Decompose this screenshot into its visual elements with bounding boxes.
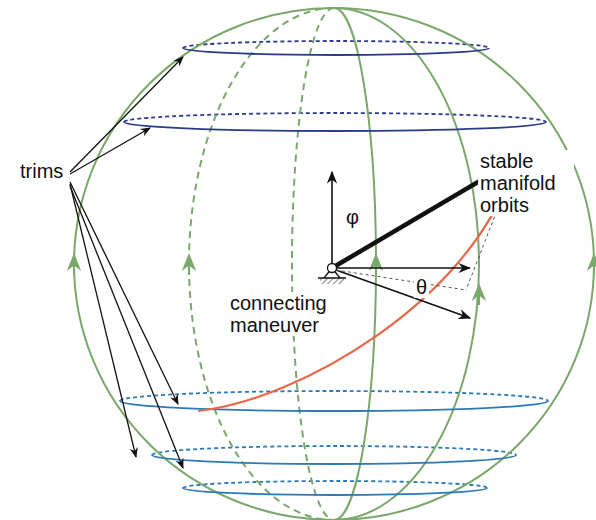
trims-label: trims xyxy=(18,160,65,182)
angle-symbol: φ xyxy=(344,206,361,228)
maneuver-label: connecting maneuver xyxy=(228,292,342,336)
angle-symbol: θ xyxy=(414,276,429,298)
stable-manifold-label: stable manifold orbits xyxy=(478,150,574,216)
